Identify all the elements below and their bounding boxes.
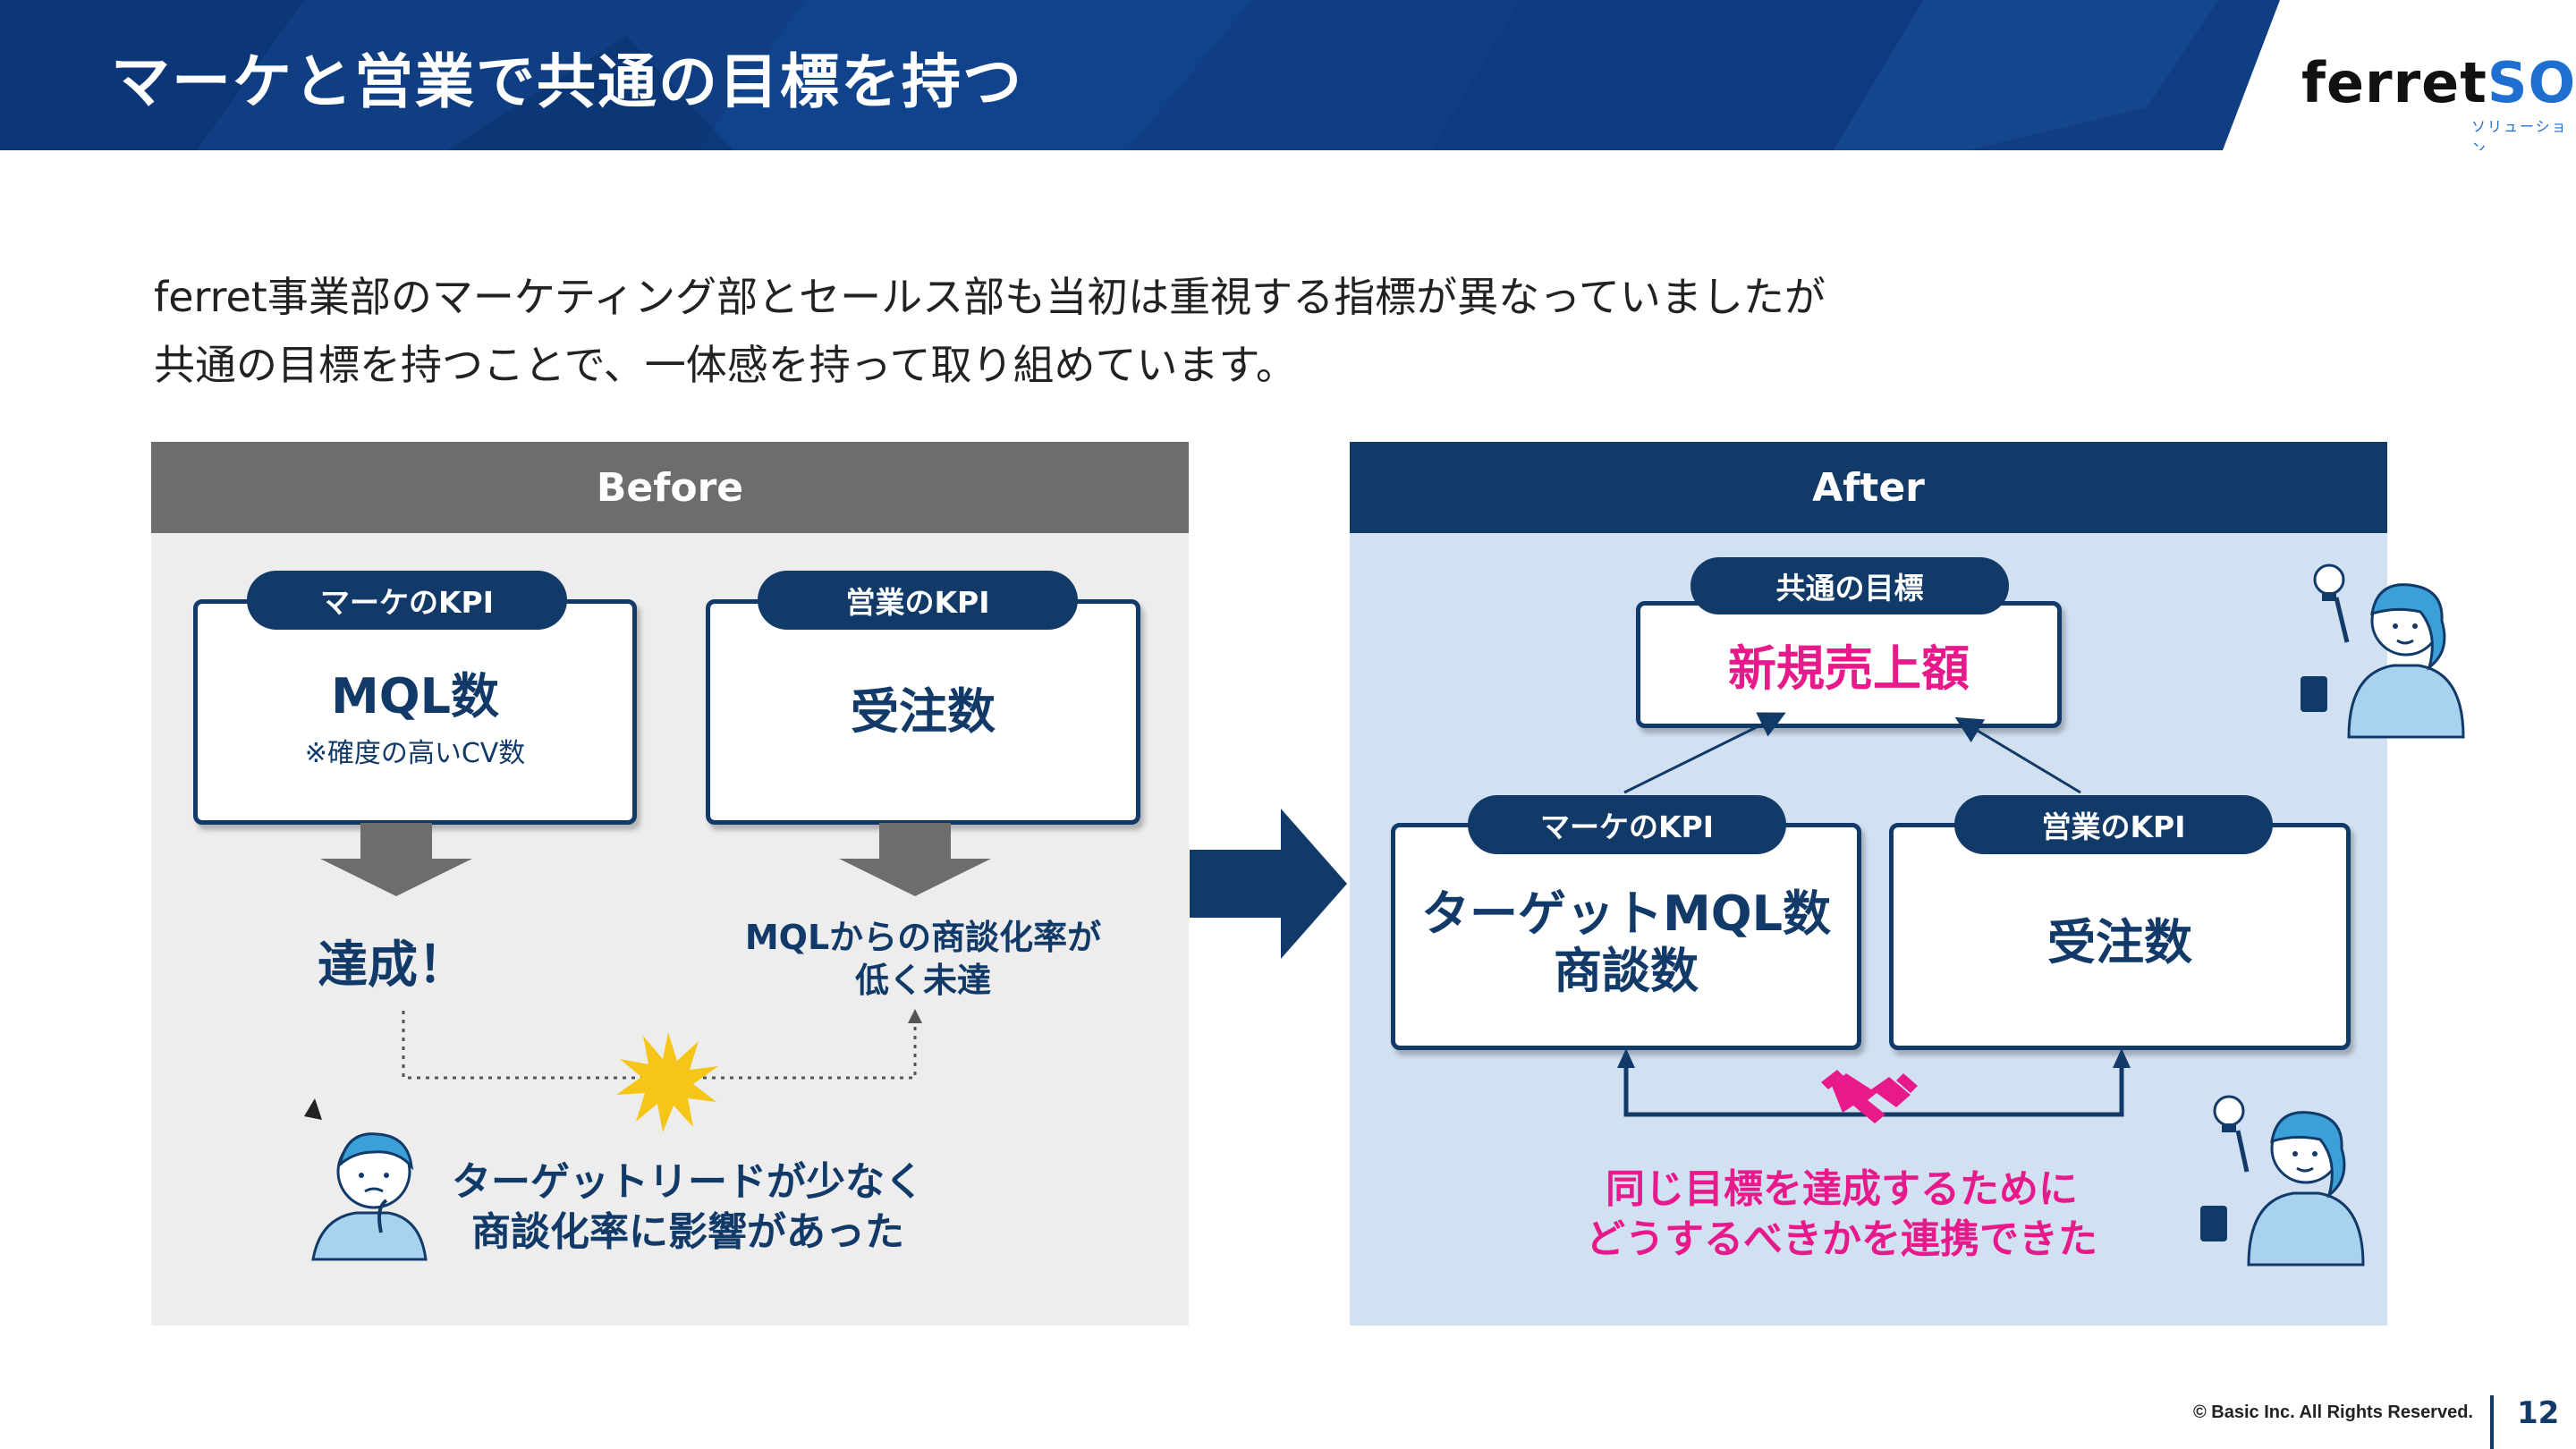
after-marke-kpi-card: ターゲットMQL数 商談数 <box>1391 823 1861 1050</box>
page-number: 12 <box>2517 1395 2560 1431</box>
intro-line-1: ferret事業部のマーケティング部とセールス部も当初は重視する指標が異なってい… <box>154 273 1826 321</box>
header-bar: マーケと営業で共通の目標を持つ ferretSOL ソリューション <box>0 0 2576 150</box>
copyright-text: © Basic Inc. All Rights Reserved. <box>2193 1402 2473 1422</box>
idea-person-icon <box>2200 1095 2365 1267</box>
after-marke-kpi-value-1: ターゲットMQL数 <box>1420 886 1832 942</box>
brand-logo: ferretSOL ソリューション <box>2223 0 2576 150</box>
before-sales-kpi-card: 受注数 <box>706 599 1140 825</box>
after-heading: After <box>1350 442 2387 533</box>
clash-burst-icon <box>616 1032 718 1132</box>
handshake-icon <box>1821 1070 1918 1123</box>
kpi-to-goal-connectors <box>1623 712 2081 794</box>
after-sales-kpi-tag: 営業のKPI <box>1954 795 2273 854</box>
before-problem-text: ターゲットリードが少なく 商談化率に影響があった <box>452 1159 924 1255</box>
logo-wordmark: ferretSOL <box>2301 50 2576 115</box>
right-arrow-icon <box>1190 809 1347 959</box>
header-texture <box>0 0 2218 150</box>
before-sales-result: MQLからの商談化率が 低く未達 <box>744 918 1102 1000</box>
before-heading: Before <box>151 442 1189 533</box>
before-sales-kpi-tag: 営業のKPI <box>758 571 1078 630</box>
intro-text: ferret事業部のマーケティング部とセールス部も当初は重視する指標が異なってい… <box>154 263 1826 399</box>
intro-line-2: 共通の目標を持つことで、一体感を持って取り組めています。 <box>154 341 1297 389</box>
footer-divider <box>2490 1395 2494 1449</box>
common-goal-card: 新規売上額 <box>1636 601 2062 728</box>
after-marke-kpi-value-2: 商談数 <box>1554 943 1699 999</box>
after-sales-kpi-card: 受注数 <box>1889 823 2351 1050</box>
before-marke-kpi-note: ※確度の高いCV数 <box>304 738 526 769</box>
before-marke-kpi-value: MQL数 <box>330 668 500 724</box>
after-panel: After 共通の目標 新規売上額 マーケのKPI ターゲットMQL数 商談数 … <box>1350 442 2387 1326</box>
down-arrow-icon <box>320 823 472 896</box>
before-sales-kpi-value: 受注数 <box>851 683 996 740</box>
common-goal-value: 新規売上額 <box>1728 640 1970 697</box>
worried-person-icon <box>304 1098 428 1261</box>
down-arrow-icon <box>839 823 991 896</box>
before-marke-kpi-tag: マーケのKPI <box>247 571 567 630</box>
before-panel: Before マーケのKPI MQL数 ※確度の高いCV数 営業のKPI 受注数… <box>151 442 1189 1326</box>
after-result-text: 同じ目標を達成するために どうするべきかを連携できた <box>1586 1166 2097 1262</box>
common-goal-tag: 共通の目標 <box>1690 557 2009 614</box>
before-marke-result: 達成！ <box>318 936 468 995</box>
logo-subtitle: ソリューション <box>2471 118 2568 150</box>
after-sales-kpi-value: 受注数 <box>2047 914 2192 970</box>
idea-person-icon <box>2301 564 2465 739</box>
before-marke-kpi-card: MQL数 ※確度の高いCV数 <box>193 599 637 825</box>
after-marke-kpi-tag: マーケのKPI <box>1468 795 1786 854</box>
page-title: マーケと営業で共通の目標を持つ <box>111 47 1023 116</box>
